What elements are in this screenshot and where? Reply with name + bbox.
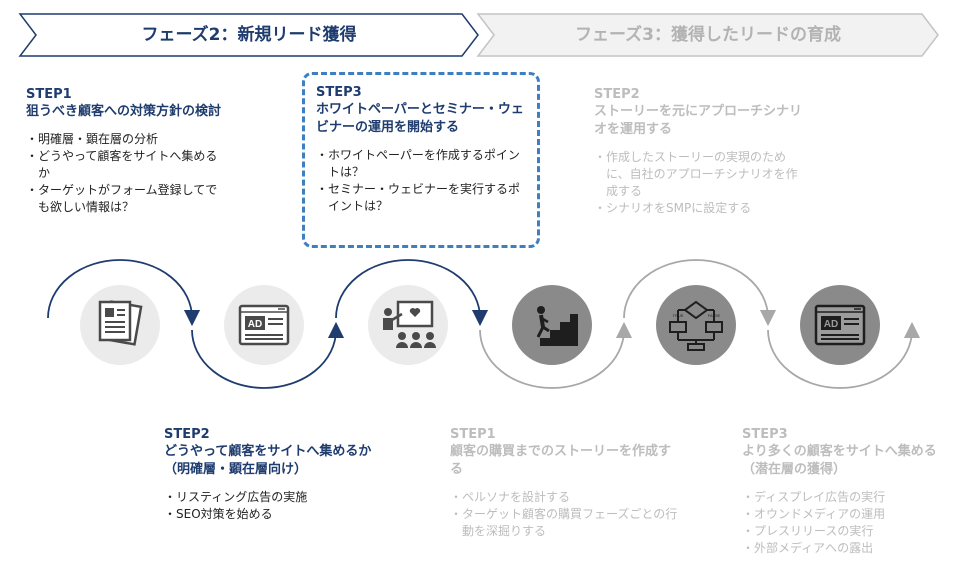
step-bullet: ターゲットがフォーム登録してでも欲しい情報は？ (26, 182, 226, 216)
phase3-step2: STEP2 ストーリーを元にアプローチシナリオを運用する 作成したストーリーの実… (594, 86, 804, 217)
step-bullet: ペルソナを設計する (450, 489, 680, 506)
phase2-label: フェーズ2：新規リード獲得 (141, 25, 357, 45)
phase2-step1: STEP1 狙うべき顧客への対策方針の検討 明確層・顕在層の分析 どうやって顧客… (26, 86, 226, 216)
ad-banner-dark-icon: AD (800, 285, 880, 365)
flowchart-icon: TRUE FALSE (656, 285, 736, 365)
step-number: STEP2 (164, 427, 210, 442)
step-bullet: オウンドメディアの運用 (742, 506, 942, 523)
step-title: 顧客の購買までのストーリーを作成する (450, 444, 672, 477)
step-bullet: ホワイトペーパーを作成するポイントは？ (316, 147, 526, 181)
highlight-frame (302, 72, 540, 248)
ad-banner-icon: AD (224, 285, 304, 365)
step-title: ホワイトペーパーとセミナー・ウェビナーの運用を開始する (316, 102, 524, 135)
flow-true-text: TRUE (673, 313, 684, 318)
step-number: STEP3 (742, 427, 788, 442)
flow-arc-3 (335, 259, 489, 327)
ad-dark-icon-text: AD (824, 319, 838, 330)
step-title: 狙うべき顧客への対策方針の検討 (26, 104, 222, 119)
step-bullet: 明確層・顕在層の分析 (26, 131, 226, 148)
phase-banner: フェーズ2：新規リード獲得 フェーズ3：獲得したリードの育成 (0, 0, 960, 72)
step-bullet: どうやって顧客をサイトへ集めるか (26, 148, 226, 182)
step-bullet: プレスリリースの実行 (742, 523, 942, 540)
ad-icon-text: AD (248, 319, 262, 330)
phase3-step3: STEP3 より多くの顧客をサイトへ集める（潜在層の獲得） ディスプレイ広告の実… (742, 426, 942, 557)
step-title: どうやって顧客をサイトへ集めるか（明確層・顕在層向け） (164, 444, 372, 477)
step-bullet: セミナー・ウェビナーを実行するポイントは？ (316, 181, 526, 215)
step-bullet: ターゲット顧客の購買フェーズごとの行動を深掘りする (450, 506, 680, 540)
flow-arc-6 (767, 321, 921, 389)
step-bullet: シナリオをSMPに設定する (594, 200, 804, 217)
step-bullet: リスティング広告の実施 (164, 489, 374, 506)
phase3-step1: STEP1 顧客の購買までのストーリーを作成する ペルソナを設計する ターゲット… (450, 426, 680, 540)
flow-arc-1 (47, 259, 201, 327)
phase-arrows (18, 13, 939, 57)
flow-arc-2 (191, 321, 345, 389)
step-number: STEP1 (450, 427, 496, 442)
step-bullet: ディスプレイ広告の実行 (742, 489, 942, 506)
step-number: STEP3 (316, 85, 362, 100)
phase2-step3: STEP3 ホワイトペーパーとセミナー・ウェビナーの運用を開始する ホワイトペー… (316, 84, 526, 215)
seminar-presenter-icon (368, 285, 448, 365)
documents-icon (80, 285, 160, 365)
phase3-label: フェーズ3：獲得したリードの育成 (575, 25, 841, 45)
flow-arc-4 (479, 321, 633, 389)
phase2-step2: STEP2 どうやって顧客をサイトへ集めるか（明確層・顕在層向け） リスティング… (164, 426, 374, 523)
step-title: ストーリーを元にアプローチシナリオを運用する (594, 104, 803, 137)
flow-false-text: FALSE (708, 313, 721, 318)
step-number: STEP1 (26, 87, 72, 102)
step-bullet: SEO対策を始める (164, 506, 374, 523)
stairs-climb-icon (512, 285, 592, 365)
phase2-chevron (18, 13, 479, 57)
flow-arc-5 (623, 259, 777, 327)
step-bullet: 外部メディアへの露出 (742, 540, 942, 557)
step-number: STEP2 (594, 87, 640, 102)
phase3-chevron (476, 13, 939, 57)
step-bullet: 作成したストーリーの実現のために、自社のアプローチシナリオを作成する (594, 149, 804, 200)
step-title: より多くの顧客をサイトへ集める（潜在層の獲得） (742, 444, 937, 477)
